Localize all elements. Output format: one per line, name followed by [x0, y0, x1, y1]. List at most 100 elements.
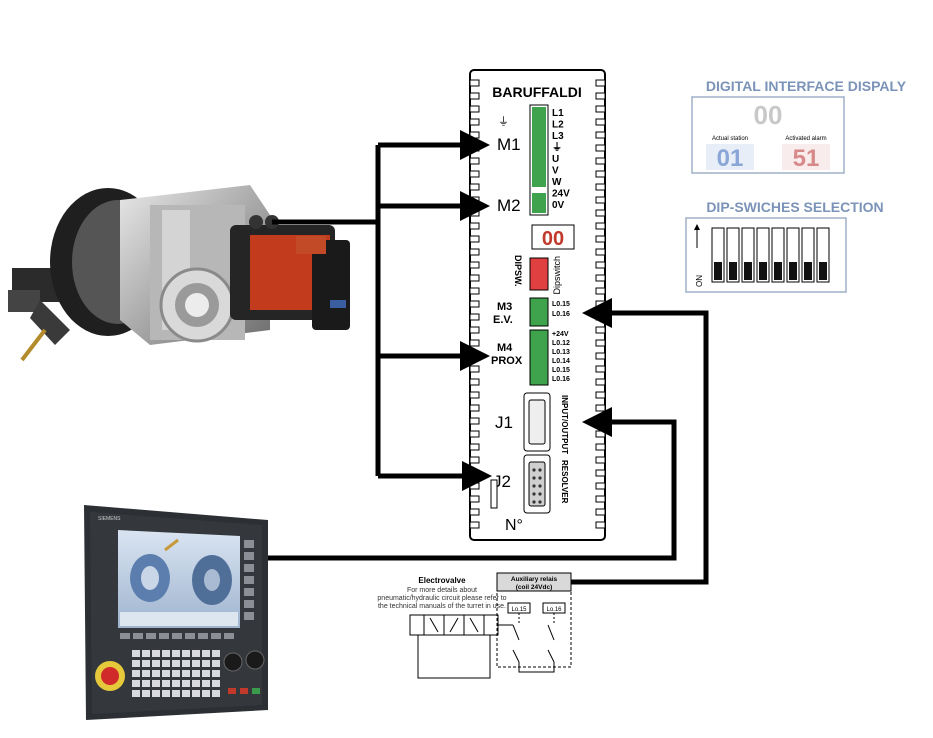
softkey[interactable] — [211, 633, 221, 639]
dip-switch-lever — [759, 262, 767, 280]
softkey[interactable] — [198, 633, 208, 639]
softkey[interactable] — [244, 564, 254, 572]
keypad-key[interactable] — [202, 660, 210, 667]
keypad-key[interactable] — [212, 670, 220, 677]
vent-notch — [469, 443, 480, 451]
softkeys — [120, 540, 254, 639]
keypad-key[interactable] — [142, 690, 150, 697]
keypad-key[interactable] — [172, 690, 180, 697]
softkey[interactable] — [244, 588, 254, 596]
dip-switch-lever — [804, 262, 812, 280]
keypad-key[interactable] — [152, 650, 160, 657]
keypad-key[interactable] — [142, 680, 150, 687]
io-terminal-label: L0.12 — [552, 340, 570, 347]
m3-terminal-block — [529, 297, 549, 327]
keypad-key[interactable] — [132, 650, 140, 657]
vent-notch — [595, 196, 606, 204]
keypad-key[interactable] — [142, 660, 150, 667]
resolver-pin — [538, 492, 542, 496]
controller-display: 00 — [542, 228, 564, 250]
keypad-key[interactable] — [172, 650, 180, 657]
dip-switch-lever — [714, 262, 722, 280]
softkey[interactable] — [244, 540, 254, 548]
keypad-key[interactable] — [192, 650, 200, 657]
softkey[interactable] — [224, 633, 234, 639]
spindle-override-knob[interactable] — [245, 650, 265, 670]
resolver-pin — [538, 468, 542, 472]
vent-notch — [469, 339, 480, 347]
vent-notch — [469, 404, 480, 412]
io-terminal-label: L0.13 — [552, 349, 570, 356]
keypad-key[interactable] — [212, 690, 220, 697]
keypad-key[interactable] — [162, 690, 170, 697]
keypad-key[interactable] — [182, 680, 190, 687]
actual-station-display: 01 — [717, 145, 744, 172]
keypad-key[interactable] — [192, 690, 200, 697]
softkey[interactable] — [120, 633, 130, 639]
vent-notch — [469, 261, 480, 269]
keypad-key[interactable] — [192, 670, 200, 677]
keypad-key[interactable] — [152, 660, 160, 667]
keypad-key[interactable] — [182, 660, 190, 667]
keypad-key[interactable] — [172, 670, 180, 677]
keypad-key[interactable] — [202, 670, 210, 677]
relay-2-label: Lo.16 — [546, 607, 562, 613]
vent-notch — [469, 287, 480, 295]
dip-switch-lever — [819, 262, 827, 280]
softkey[interactable] — [244, 612, 254, 620]
keypad-key[interactable] — [162, 680, 170, 687]
motor-terminal-label: V — [552, 166, 559, 177]
vent-notch — [469, 482, 480, 490]
keypad-key[interactable] — [162, 660, 170, 667]
vent-notch — [469, 105, 480, 113]
feed-override-knob[interactable] — [223, 652, 243, 672]
keypad-key[interactable] — [152, 680, 160, 687]
vent-notch — [595, 508, 606, 516]
softkey[interactable] — [185, 633, 195, 639]
keypad-key[interactable] — [172, 680, 180, 687]
keypad-key[interactable] — [212, 680, 220, 687]
vent-notch — [595, 261, 606, 269]
softkey[interactable] — [172, 633, 182, 639]
keypad-key[interactable] — [182, 670, 190, 677]
keypad-key[interactable] — [202, 680, 210, 687]
keypad-key[interactable] — [202, 690, 210, 697]
keypad-key[interactable] — [202, 650, 210, 657]
keypad-key[interactable] — [212, 650, 220, 657]
dip-switch-title: DIP-SWICHES SELECTION — [706, 199, 883, 215]
motor-terminal-block — [532, 107, 546, 187]
keypad-key[interactable] — [162, 670, 170, 677]
keypad-key[interactable] — [192, 660, 200, 667]
keypad-key[interactable] — [162, 650, 170, 657]
softkey[interactable] — [133, 633, 143, 639]
vent-notch — [469, 417, 480, 425]
vent-notch — [469, 248, 480, 256]
keypad-key[interactable] — [142, 650, 150, 657]
keypad-key[interactable] — [212, 660, 220, 667]
vent-notch — [595, 274, 606, 282]
softkey[interactable] — [244, 576, 254, 584]
vent-notch — [595, 430, 606, 438]
keypad-key[interactable] — [152, 690, 160, 697]
keypad-key[interactable] — [132, 670, 140, 677]
keypad-key[interactable] — [172, 660, 180, 667]
softkey[interactable] — [244, 600, 254, 608]
brand-label: BARUFFALDI — [492, 84, 581, 100]
dipswitch-block[interactable] — [529, 257, 549, 291]
softkey[interactable] — [244, 552, 254, 560]
softkey[interactable] — [146, 633, 156, 639]
keypad-key[interactable] — [182, 690, 190, 697]
keypad-key[interactable] — [132, 680, 140, 687]
motor-terminal-label: 24V — [552, 189, 570, 200]
vent-notch — [595, 92, 606, 100]
vent-notch — [595, 482, 606, 490]
keypad-key[interactable] — [132, 660, 140, 667]
keypad-key[interactable] — [182, 650, 190, 657]
keypad-key[interactable] — [192, 680, 200, 687]
vent-notch — [595, 456, 606, 464]
keypad-key[interactable] — [152, 670, 160, 677]
vent-notch — [595, 495, 606, 503]
softkey[interactable] — [159, 633, 169, 639]
keypad-key[interactable] — [142, 670, 150, 677]
keypad-key[interactable] — [132, 690, 140, 697]
